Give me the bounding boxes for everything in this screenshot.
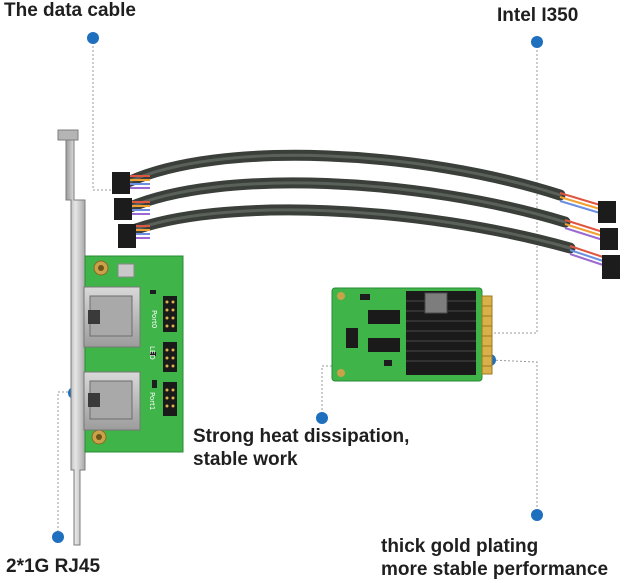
gold-fingers bbox=[481, 295, 493, 375]
cable-connectors-right bbox=[559, 192, 620, 279]
leader-heat bbox=[321, 365, 405, 418]
callout-rj45: 2*1G RJ45 bbox=[6, 556, 101, 577]
mini-pcie-card bbox=[331, 287, 493, 382]
callout-gold-line2: more stable performance bbox=[381, 558, 609, 580]
callout-intel-chip: Intel I350 bbox=[497, 5, 579, 26]
cable-connectors-left bbox=[112, 172, 150, 248]
callout-heat-line2: stable work bbox=[193, 448, 298, 470]
board-port1-label: Port1 bbox=[148, 392, 156, 410]
callout-gold-line1: thick gold plating bbox=[381, 536, 539, 557]
callout-gold-plating: thick gold plating more stable performan… bbox=[381, 536, 608, 582]
rj45-port-upper bbox=[83, 286, 141, 348]
callout-data-cable: The data cable bbox=[4, 0, 136, 21]
dot-rj45-bottom bbox=[52, 531, 64, 543]
board-led-label: LED bbox=[148, 346, 156, 360]
leader-gold bbox=[489, 359, 538, 515]
callout-heat-dissipation: Strong heat dissipation, stable work bbox=[193, 426, 409, 472]
dot-gold-bottom bbox=[531, 509, 543, 521]
callout-heat-line1: Strong heat dissipation, bbox=[193, 426, 410, 447]
rj45-port-lower bbox=[83, 371, 141, 431]
data-cables bbox=[122, 149, 576, 254]
dot-heat-top bbox=[316, 412, 328, 424]
dot-intel-top bbox=[531, 36, 543, 48]
metal-bracket bbox=[57, 129, 86, 546]
dot-data-cable-top bbox=[87, 32, 99, 44]
board-port0-label: Port0 bbox=[150, 310, 158, 328]
leader-data-cable bbox=[92, 38, 118, 191]
